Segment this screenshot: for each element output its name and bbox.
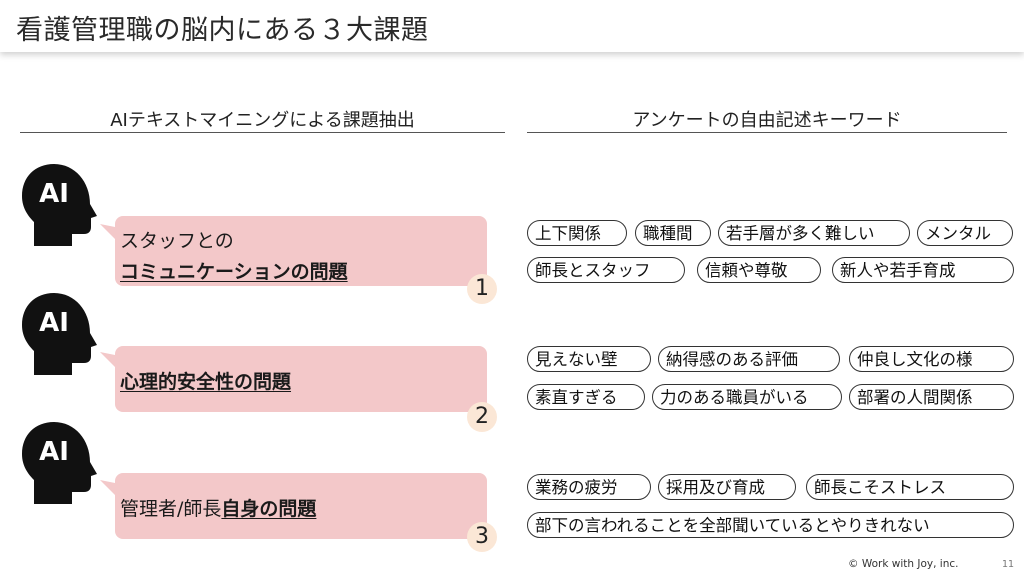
- keyword-pill: 業務の疲労: [527, 474, 651, 500]
- right-column-heading: アンケートの自由記述キーワード: [632, 110, 902, 131]
- keyword-pill: 若手層が多く難しい: [718, 220, 910, 246]
- page-number: 11: [1002, 559, 1015, 570]
- issue-number-1: 1: [467, 274, 497, 304]
- ai-label: AI: [39, 308, 69, 338]
- keyword-pill: 仲良し文化の様: [849, 346, 1014, 372]
- header-bar: [0, 0, 1024, 52]
- issue-bubble-2: [115, 346, 487, 412]
- footer-copyright: © Work with Joy, inc.: [848, 558, 959, 570]
- issue-number-3: 3: [467, 522, 497, 552]
- issue-3-emphasis: 自身の問題: [221, 498, 317, 520]
- issue-bubble-1: [115, 216, 487, 286]
- keyword-pill: 上下関係: [527, 220, 627, 246]
- keyword-pill: 職種間: [635, 220, 711, 246]
- keyword-pill: 採用及び育成: [658, 474, 796, 500]
- ai-head-icon: AI: [22, 422, 97, 504]
- ai-head-icon: AI: [22, 293, 97, 375]
- keyword-pill: 納得感のある評価: [658, 346, 840, 372]
- issue-bubble-3: [115, 473, 487, 539]
- keyword-pill: 素直すぎる: [527, 384, 645, 410]
- issue-1-line1: スタッフとの: [120, 230, 234, 252]
- keyword-pill: 見えない壁: [527, 346, 651, 372]
- keyword-pill: 師長とスタッフ: [527, 257, 685, 283]
- issue-2-text: 心理的安全性の問題: [120, 371, 292, 393]
- ai-label: AI: [39, 437, 69, 467]
- ai-head-icon: AI: [22, 164, 97, 246]
- issue-3-prefix: 管理者/師長: [120, 498, 222, 520]
- keyword-pill: 部署の人間関係: [849, 384, 1014, 410]
- keyword-pill: 部下の言われることを全部聞いているとやりきれない: [527, 512, 1014, 538]
- right-heading-rule: [527, 132, 1007, 133]
- keyword-pill: 師長こそストレス: [806, 474, 1014, 500]
- left-column-heading: AIテキストマイニングによる課題抽出: [110, 110, 415, 131]
- ai-label: AI: [39, 179, 69, 209]
- keyword-pill: メンタル: [917, 220, 1013, 246]
- issue-number-2: 2: [467, 402, 497, 432]
- left-heading-rule: [20, 132, 505, 133]
- keyword-pill: 力のある職員がいる: [652, 384, 842, 410]
- issue-3-text: 管理者/師長自身の問題: [120, 494, 316, 521]
- issue-1-line2: コミュニケーションの問題: [120, 261, 348, 283]
- page-title: 看護管理職の脳内にある３大課題: [16, 15, 429, 46]
- keyword-pill: 新人や若手育成: [832, 257, 1014, 283]
- keyword-pill: 信頼や尊敬: [697, 257, 821, 283]
